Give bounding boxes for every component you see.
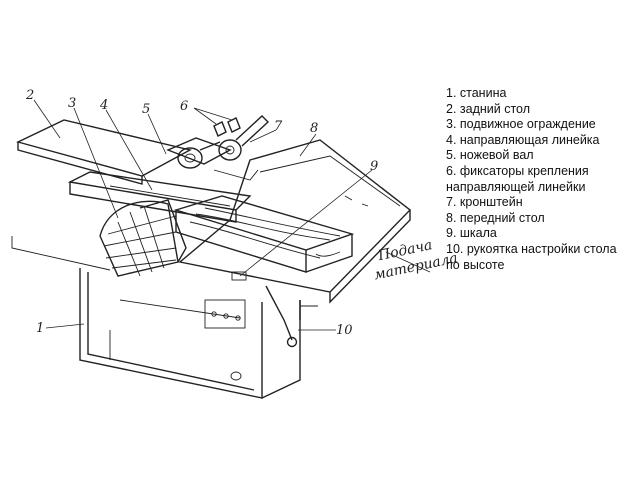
legend-item: 2. задний стол (446, 101, 531, 116)
machine-stand (79, 268, 301, 399)
parts-legend: 1. станина 2. задний стол 3. подвижное о… (446, 86, 636, 273)
cutterhead-assembly (166, 115, 270, 181)
legend-item: 6. фиксаторы крепления (446, 163, 589, 178)
callout-4: 4 (99, 98, 108, 113)
legend-item: 7. кронштейн (446, 195, 523, 210)
callout-8: 8 (310, 121, 318, 136)
callout-5: 5 (142, 102, 150, 117)
legend-item: 5. ножевой вал (446, 148, 534, 163)
callout-7: 7 (274, 119, 283, 134)
legend-item: 9. шкала (446, 226, 497, 241)
scale-and-handle (231, 271, 318, 348)
legend-item: 1. станина (446, 86, 507, 100)
legend-item: 4. направляющая линейка (446, 132, 600, 147)
callout-9: 9 (370, 159, 378, 174)
legend-item: 3. подвижное ограждение (446, 117, 596, 132)
guide-fence (67, 171, 252, 223)
legend-item: направляющей линейки (446, 179, 586, 194)
legend-item: 10. рукоятка настройки стола (446, 241, 617, 256)
legend-item: 8. передний стол (446, 210, 545, 225)
leader-lines (33, 99, 431, 331)
blade-guard (99, 199, 187, 277)
callout-1: 1 (36, 321, 44, 336)
callout-2: 2 (25, 88, 34, 103)
legend-item: по высоте (446, 257, 505, 272)
callout-3: 3 (68, 96, 76, 111)
callout-10: 10 (336, 323, 353, 338)
callout-6: 6 (180, 99, 188, 114)
